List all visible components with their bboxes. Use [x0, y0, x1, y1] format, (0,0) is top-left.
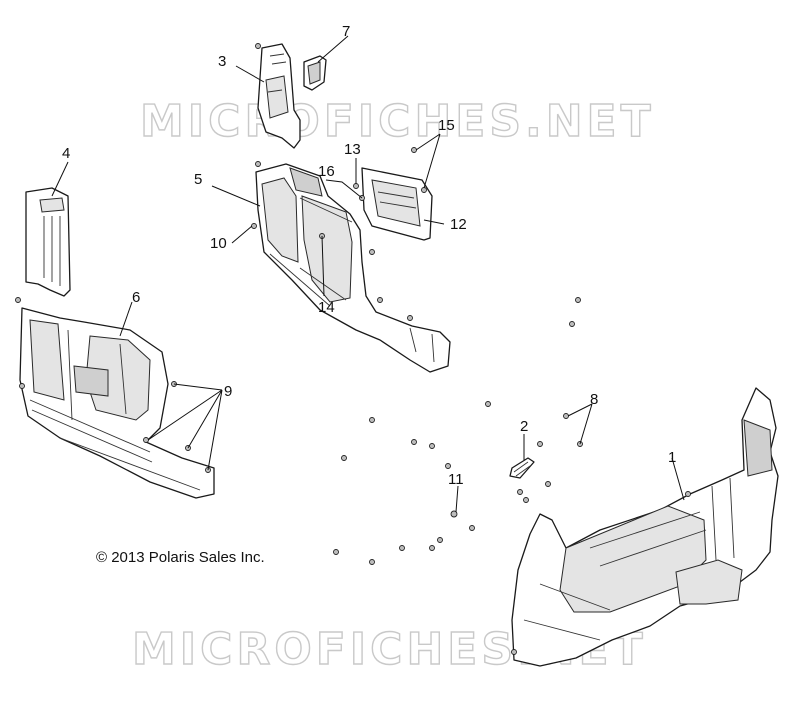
- part-5-frame: [255, 161, 451, 373]
- part-2-grille: [509, 457, 535, 479]
- callout-16: 16: [318, 163, 335, 180]
- callout-1: 1: [668, 449, 676, 466]
- callout-12: 12: [450, 216, 467, 233]
- part-1-main-panel: [511, 387, 779, 667]
- callout-6: 6: [132, 289, 140, 306]
- callout-7: 7: [342, 23, 350, 40]
- callout-9: 9: [224, 383, 232, 400]
- watermark-top: MICROFICHES.NET: [140, 96, 655, 147]
- part-3-panel: [255, 43, 301, 149]
- callout-13: 13: [344, 141, 361, 158]
- callout-8: 8: [590, 391, 598, 408]
- callout-14: 14: [318, 299, 335, 316]
- part-4-column: [15, 187, 71, 303]
- leader-lines: [51, 35, 685, 513]
- callout-11: 11: [448, 471, 464, 488]
- copyright-notice: © 2013 Polaris Sales Inc.: [96, 549, 265, 566]
- callout-5: 5: [194, 171, 202, 188]
- part-6-side-panel: [19, 307, 215, 499]
- fasteners: [251, 147, 583, 565]
- callouts: 1 2 3 4 5 6 7 8 9 10 11 12 13 14 15 16: [62, 23, 676, 488]
- callout-15: 15: [438, 117, 455, 134]
- part-7-plate: [303, 55, 327, 91]
- callout-4: 4: [62, 145, 70, 162]
- part-12-insert-panel: [361, 167, 433, 241]
- callout-10: 10: [210, 235, 227, 252]
- callout-2: 2: [520, 418, 528, 435]
- callout-3: 3: [218, 53, 226, 70]
